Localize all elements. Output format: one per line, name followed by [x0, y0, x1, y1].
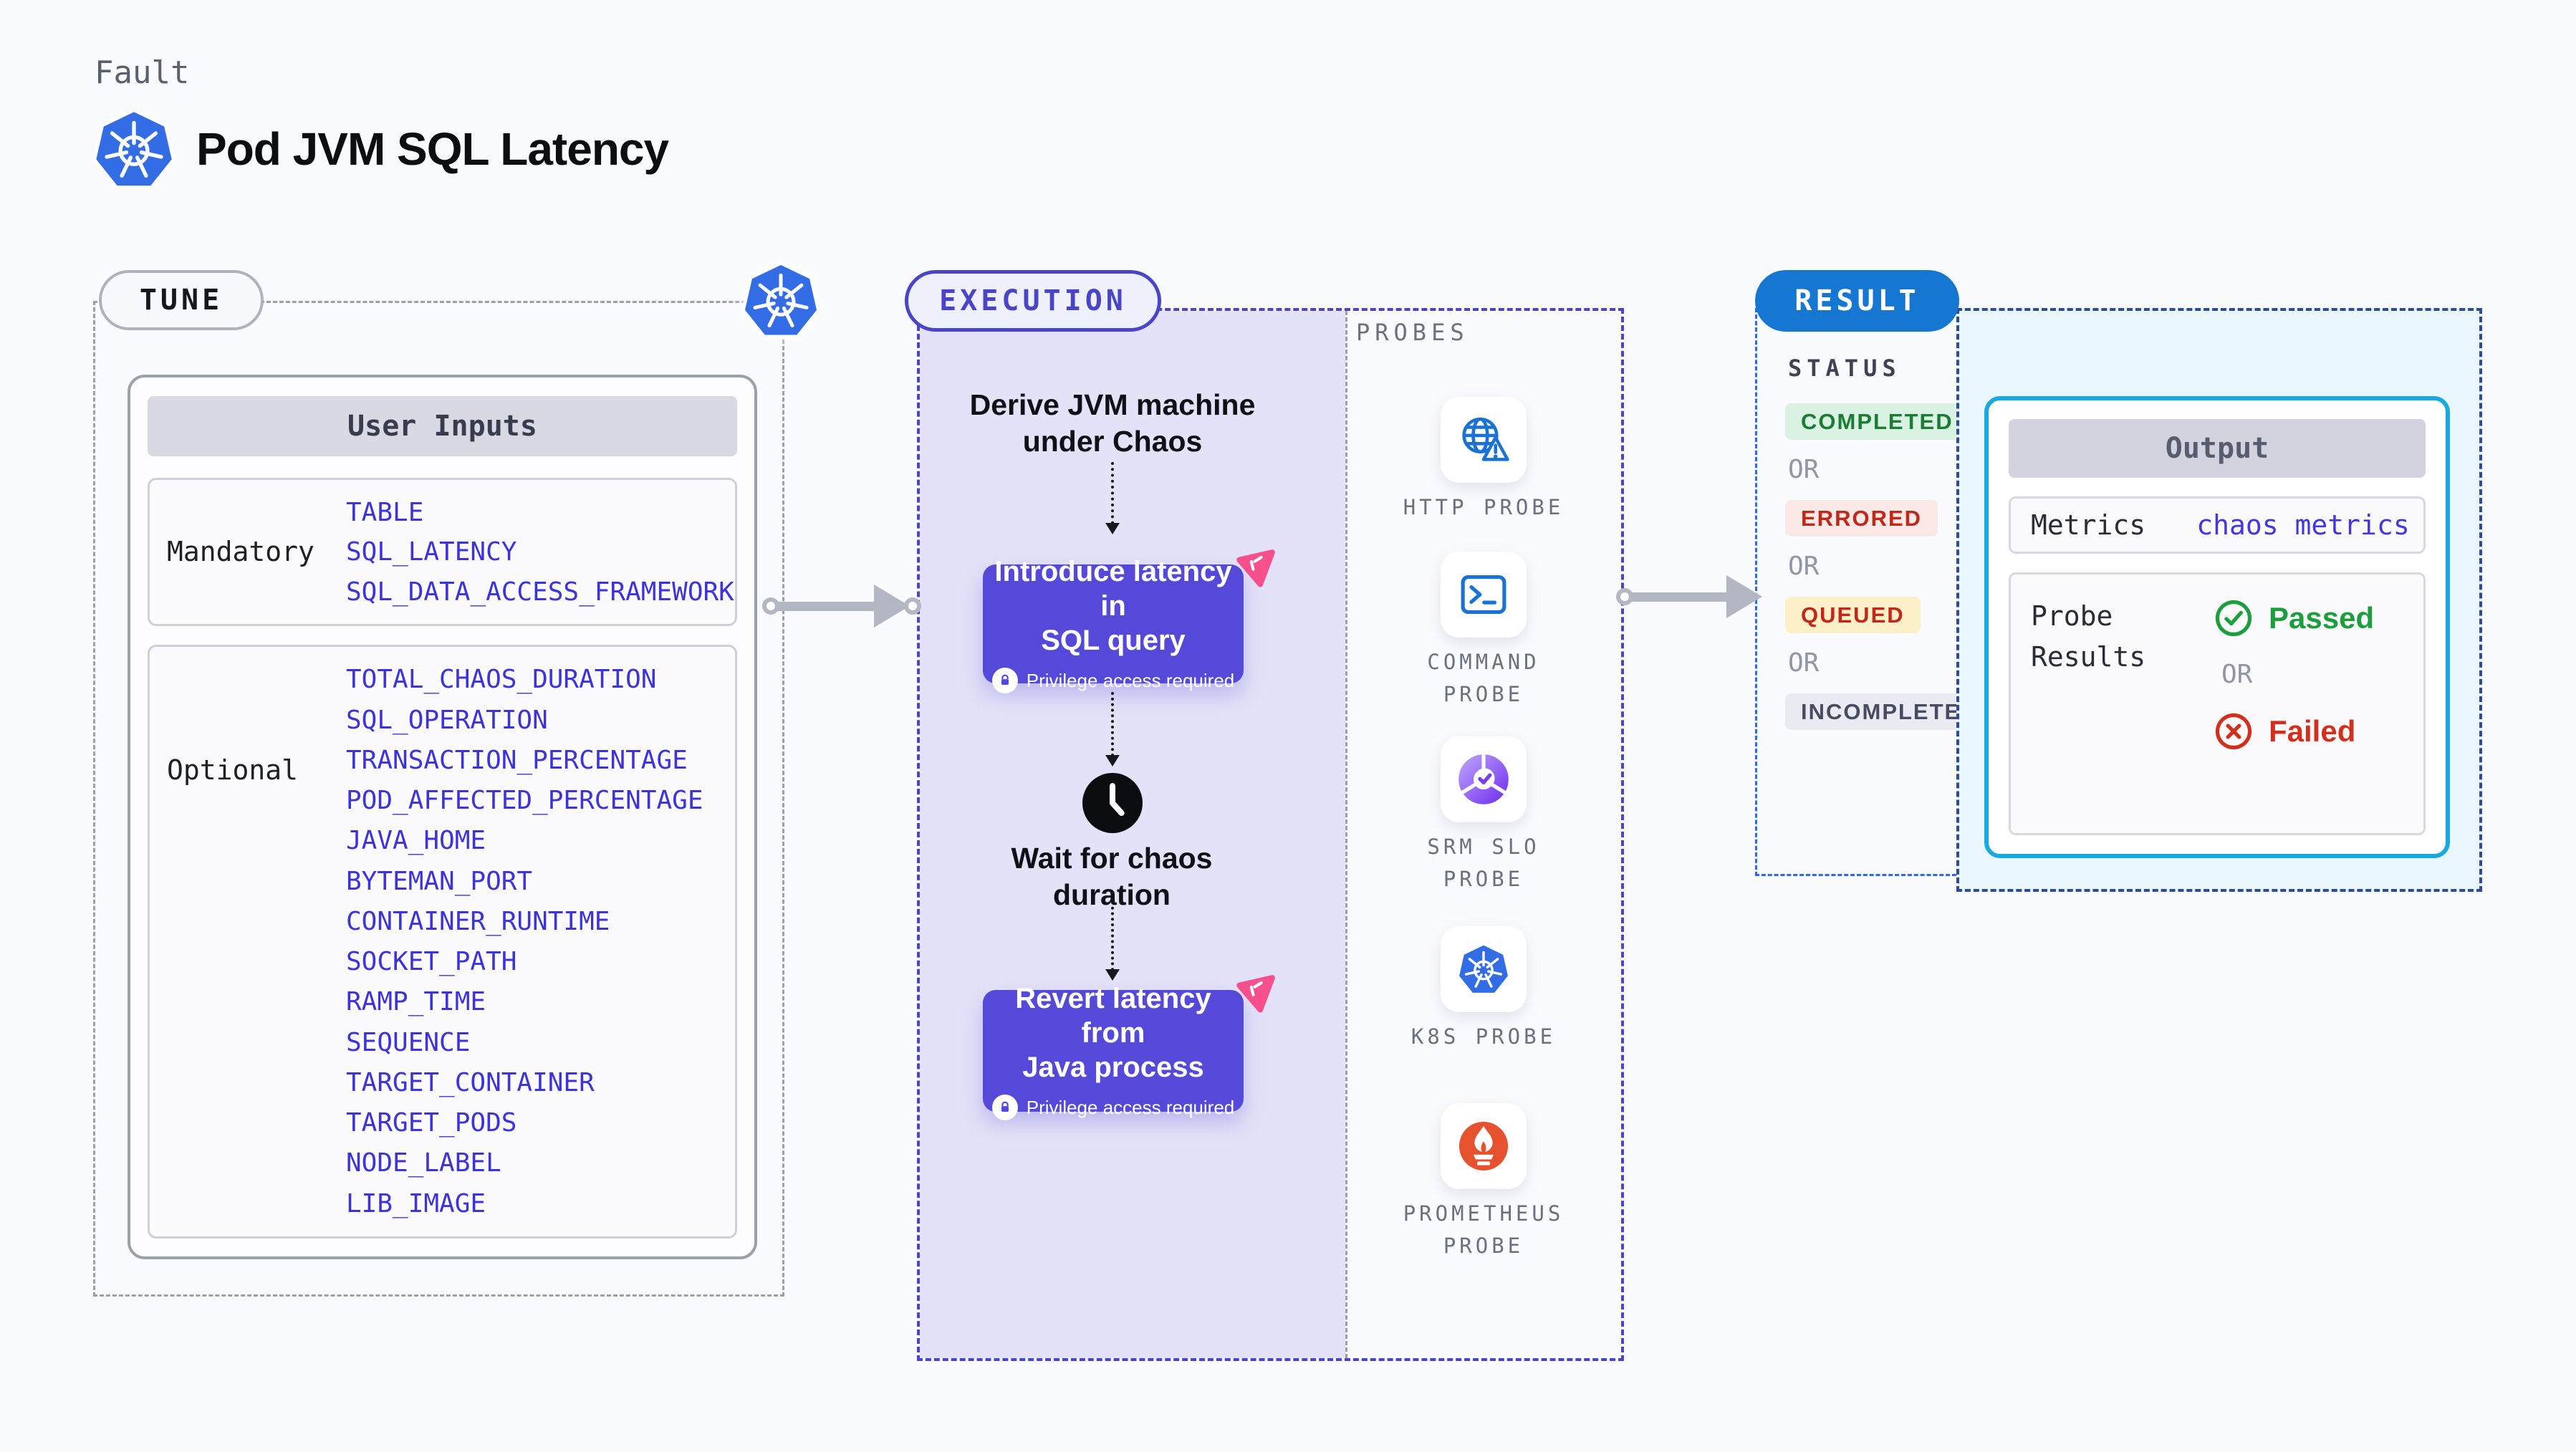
flow-arrow-down — [1105, 462, 1120, 534]
probes-panel-label: PROBES — [1356, 319, 1469, 346]
env-var: SQL_DATA_ACCESS_FRAMEWORK — [346, 577, 734, 607]
probe-card-srm-slo — [1441, 736, 1527, 822]
tune-badge: TUNE — [99, 270, 264, 330]
group-label: Optional — [167, 754, 299, 786]
optional-group: Optional TOTAL_CHAOS_DURATION SQL_OPERAT… — [148, 645, 737, 1239]
passed-label: Passed — [2269, 601, 2375, 635]
probe-results-row: Probe Results Passed OR Failed — [2009, 572, 2426, 835]
probe-label: SRM SLO PROBE — [1427, 835, 1540, 891]
env-var: SQL_OPERATION — [346, 705, 548, 735]
or-separator: OR — [1788, 648, 1820, 678]
lock-icon — [991, 668, 1018, 693]
status-badge-errored: ERRORED — [1785, 500, 1938, 537]
env-var: TOTAL_CHAOS_DURATION — [346, 665, 657, 695]
status-badge-completed: COMPLETED — [1785, 403, 1969, 440]
tune-section — [93, 301, 784, 1297]
step-title: Revert latency from Java process — [1015, 983, 1211, 1083]
env-var: LIB_IMAGE — [346, 1188, 486, 1218]
tune-to-execution-arrow — [762, 577, 921, 635]
x-circle-icon — [2214, 712, 2253, 751]
failed-line: Failed — [2214, 712, 2374, 751]
metrics-label: Metrics — [2031, 509, 2146, 541]
privilege-note-text: Privilege access required — [1026, 1097, 1235, 1118]
fault-eyebrow: Fault — [95, 54, 190, 91]
env-var: TARGET_PODS — [346, 1108, 517, 1138]
execution-badge: EXECUTION — [905, 270, 1161, 332]
env-var: RAMP_TIME — [346, 987, 486, 1017]
prometheus-icon — [1457, 1120, 1510, 1173]
optional-items: TOTAL_CHAOS_DURATION SQL_OPERATION TRANS… — [346, 647, 735, 1236]
probe-card-prometheus — [1441, 1103, 1527, 1189]
probe-card-http — [1441, 397, 1527, 483]
arrow-head — [874, 585, 910, 628]
user-inputs-header: User Inputs — [148, 396, 737, 456]
terminal-icon — [1457, 568, 1510, 621]
execution-section — [917, 308, 1624, 1361]
mandatory-group: Mandatory TABLE SQL_LATENCY SQL_DATA_ACC… — [148, 478, 737, 626]
chaos-step-card-revert-latency: Revert latency from Java process Privile… — [983, 983, 1244, 1120]
result-badge: RESULT — [1755, 270, 1959, 332]
env-var: TRANSACTION_PERCENTAGE — [346, 745, 688, 775]
env-var: JAVA_HOME — [346, 826, 486, 856]
env-var: TABLE — [346, 497, 424, 527]
kubernetes-icon — [92, 105, 176, 193]
user-inputs-card: User Inputs Mandatory TABLE SQL_LATENCY … — [128, 375, 757, 1259]
page-title: Pod JVM SQL Latency — [196, 122, 669, 175]
slo-donut-icon — [1457, 753, 1510, 806]
status-label: STATUS — [1788, 355, 1901, 382]
execution-flow-panel — [920, 311, 1345, 1358]
env-var: SQL_LATENCY — [346, 537, 517, 567]
flow-arrow-down — [1105, 901, 1120, 981]
env-var: CONTAINER_RUNTIME — [346, 906, 610, 936]
group-label: Mandatory — [167, 535, 314, 567]
mandatory-items: TABLE SQL_LATENCY SQL_DATA_ACCESS_FRAMEW… — [346, 480, 735, 624]
env-var: POD_AFFECTED_PERCENTAGE — [346, 786, 703, 816]
lock-icon — [991, 1095, 1018, 1120]
arrow-shaft — [777, 601, 876, 611]
privilege-note: Privilege access required — [991, 1095, 1235, 1120]
or-separator: OR — [1788, 552, 1820, 581]
arrow-head — [1726, 575, 1762, 618]
derive-step-text: Derive JVM machine under Chaos — [969, 388, 1256, 458]
probe-results-label: Probe Results — [2031, 600, 2146, 673]
execution-probes-divider — [1345, 311, 1347, 1358]
status-badge-queued: QUEUED — [1785, 597, 1921, 633]
page-header: Pod JVM SQL Latency — [92, 105, 669, 193]
privilege-note: Privilege access required — [991, 668, 1235, 693]
or-separator: OR — [2221, 660, 2253, 689]
env-var: SEQUENCE — [346, 1027, 471, 1057]
step-title: Introduce latency in SQL query — [994, 556, 1232, 656]
globe-alert-icon — [1456, 413, 1511, 467]
probe-card-k8s — [1441, 926, 1527, 1012]
probe-label: K8S PROBE — [1410, 1024, 1557, 1049]
output-card: Output Metrics chaos metrics Probe Resul… — [1984, 396, 2450, 858]
failed-label: Failed — [2269, 714, 2356, 748]
chaos-step-card-introduce-latency: Introduce latency in SQL query Privilege… — [983, 556, 1244, 693]
probe-label: PROMETHEUS PROBE — [1403, 1201, 1565, 1258]
wait-step-text: Wait for chaos duration — [1011, 842, 1213, 912]
env-var: NODE_LABEL — [346, 1148, 501, 1178]
arrow-end-dot — [904, 597, 921, 615]
passed-line: Passed — [2214, 599, 2374, 638]
flow-arrow-down — [1105, 692, 1120, 766]
privilege-note-text: Privilege access required — [1026, 670, 1235, 691]
probe-results-values: Passed OR Failed — [2214, 596, 2374, 751]
kubernetes-icon — [1456, 942, 1511, 996]
check-circle-icon — [2214, 599, 2253, 638]
env-var: BYTEMAN_PORT — [346, 866, 533, 896]
probe-card-command — [1441, 552, 1527, 638]
kubernetes-icon — [741, 258, 821, 342]
or-separator: OR — [1788, 455, 1820, 484]
metrics-value: chaos metrics — [2196, 509, 2410, 541]
output-header: Output — [2009, 419, 2426, 478]
probe-label: HTTP PROBE — [1403, 495, 1565, 519]
arrow-shaft — [1631, 592, 1729, 602]
probes-to-result-arrow — [1616, 568, 1762, 625]
env-var: TARGET_CONTAINER — [346, 1067, 595, 1097]
metrics-row: Metrics chaos metrics — [2009, 496, 2426, 554]
env-var: SOCKET_PATH — [346, 947, 517, 977]
probe-label: COMMAND PROBE — [1427, 650, 1540, 706]
clock-icon — [1082, 773, 1143, 833]
